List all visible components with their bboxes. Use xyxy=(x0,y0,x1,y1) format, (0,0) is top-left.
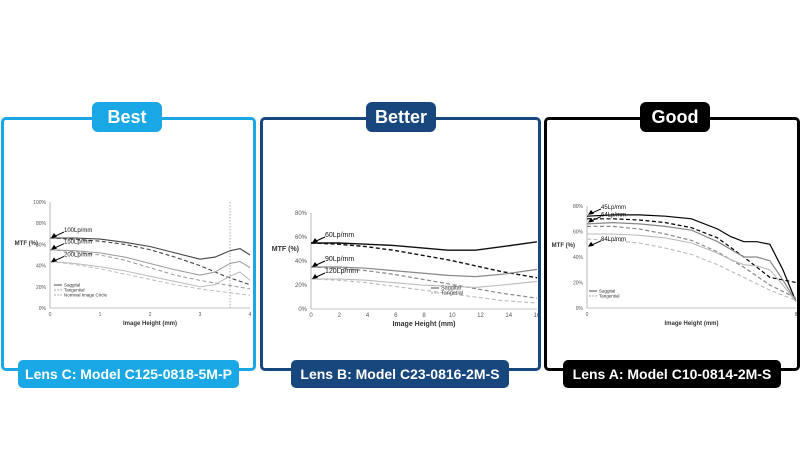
y-tick-label: 60% xyxy=(573,230,584,236)
annotation-arrowhead xyxy=(51,244,57,250)
y-tick-label: 0% xyxy=(298,307,307,313)
series-line-84lp/mm-solid xyxy=(587,233,797,302)
series-line-45lp/mm-solid xyxy=(586,214,797,302)
series-line-60lp/mm-solid xyxy=(311,241,538,251)
x-tick-label: 4 xyxy=(249,312,252,318)
y-tick-label: 0% xyxy=(576,306,584,312)
annotation-arrowhead xyxy=(51,257,57,263)
x-tick-label: 6 xyxy=(394,313,398,319)
y-tick-label: 40% xyxy=(295,259,308,265)
annotation-label: 100Lp/mm xyxy=(64,228,92,234)
y-tick-label: 20% xyxy=(295,283,308,289)
series-line-120lp/mm-dashed xyxy=(310,278,538,304)
series-line-200lp/mm-dashed xyxy=(49,260,251,296)
annotation-arrowhead xyxy=(588,209,594,215)
x-tick-label: 16 xyxy=(534,313,538,319)
x-tick-label: 8 xyxy=(422,313,426,319)
panel-better: 0% 20% 40% 60% 80% 0 2 4 6 8 10 12 14 16Image Height … xyxy=(260,117,541,371)
y-tick-label: 80% xyxy=(295,211,308,217)
y-tick-label: 60% xyxy=(295,235,308,241)
legend-label: Nominal Image Circle xyxy=(64,293,108,298)
y-tick-label: 60% xyxy=(36,242,47,248)
y-axis-label: MTF (%) xyxy=(272,246,299,253)
y-axis-label: MTF (%) xyxy=(552,243,575,249)
annotation-arrowhead xyxy=(312,238,318,243)
x-tick-label: 1 xyxy=(99,312,102,318)
y-tick-label: 20% xyxy=(573,281,584,287)
legend-label: Saggital xyxy=(441,286,461,292)
legend-label: Tangential xyxy=(64,288,85,293)
annotation-arrowhead xyxy=(588,217,594,223)
mtf-chart-lens-b: 0% 20% 40% 60% 80% 0 2 4 6 8 10 12 14 16Image Height … xyxy=(272,211,538,328)
legend-label: Tangential xyxy=(599,294,620,299)
lens-label-b: Lens B: Model C23-0816-2M-S xyxy=(291,360,509,388)
series-line-84lp/mm-dashed xyxy=(586,238,797,301)
series-line-150lp/mm-solid xyxy=(49,249,251,276)
legend-label: Tangetial xyxy=(441,291,463,297)
series-line-100lp/mm-solid xyxy=(50,237,251,260)
y-tick-label: 100% xyxy=(33,200,46,206)
series-line-100lp/mm-dashed xyxy=(49,237,251,286)
annotation-arrowhead xyxy=(51,233,57,239)
x-tick-label: 4 xyxy=(366,313,370,319)
annotation-label: 84Lp/mm xyxy=(601,237,626,243)
y-tick-label: 40% xyxy=(36,264,47,270)
annotation-label: 64Lp/mm xyxy=(601,213,626,219)
series-line-60lp/mm-dashed xyxy=(310,242,538,279)
y-tick-label: 80% xyxy=(573,204,584,210)
tier-badge-best: Best xyxy=(92,102,162,132)
annotation-label: 150Lp/mm xyxy=(64,240,92,246)
series-line-64lp/mm-solid xyxy=(586,221,797,302)
y-tick-label: 80% xyxy=(36,221,47,227)
tier-badge-good: Good xyxy=(640,102,710,132)
legend-label: Saggital xyxy=(64,283,80,288)
x-tick-label: 0 xyxy=(586,312,589,318)
x-tick-label: 10 xyxy=(449,313,456,319)
y-tick-label: 20% xyxy=(36,285,47,291)
annotation-arrowhead xyxy=(312,274,318,279)
annotation-label: 120Lp/mm xyxy=(325,268,358,275)
lens-label-c: Lens C: Model C125-0818-5M-P xyxy=(18,360,239,388)
annotation-label: 60Lp/mm xyxy=(325,232,354,239)
annotation-arrowhead xyxy=(312,262,318,267)
x-tick-label: 0 xyxy=(49,312,52,318)
x-axis-label: Image Height (mm) xyxy=(123,321,177,327)
annotation-label: 200Lp/mm xyxy=(64,252,92,258)
x-tick-label: 0 xyxy=(309,313,313,319)
x-tick-label: 12 xyxy=(477,313,484,319)
series-line-200lp/mm-solid xyxy=(49,260,251,288)
y-tick-label: 0% xyxy=(39,306,47,312)
x-tick-label: 2 xyxy=(149,312,152,318)
series-line-45lp/mm-dashed xyxy=(587,218,797,284)
x-tick-label: 3 xyxy=(199,312,202,318)
legend-label: Saggital xyxy=(599,289,615,294)
tier-badge-better: Better xyxy=(366,102,436,132)
y-tick-label: 40% xyxy=(573,255,584,261)
series-line-64lp/mm-dashed xyxy=(587,225,797,299)
annotation-label: 90Lp/mm xyxy=(325,256,354,263)
x-axis-label: Image Height (mm) xyxy=(664,321,718,327)
annotation-arrowhead xyxy=(588,241,594,247)
x-axis-label: Image Height (mm) xyxy=(392,321,455,328)
series-line-120lp/mm-solid xyxy=(311,278,538,288)
y-axis-label: MTF (%) xyxy=(15,241,38,247)
x-tick-label: 8 xyxy=(795,312,797,318)
series-line-90lp/mm-dashed xyxy=(310,266,538,299)
x-tick-label: 2 xyxy=(338,313,342,319)
series-line-90lp/mm-solid xyxy=(311,266,538,278)
annotation-label: 45Lp/mm xyxy=(601,205,626,211)
lens-label-a: Lens A: Model C10-0814-2M-S xyxy=(563,360,781,388)
x-tick-label: 14 xyxy=(505,313,512,319)
